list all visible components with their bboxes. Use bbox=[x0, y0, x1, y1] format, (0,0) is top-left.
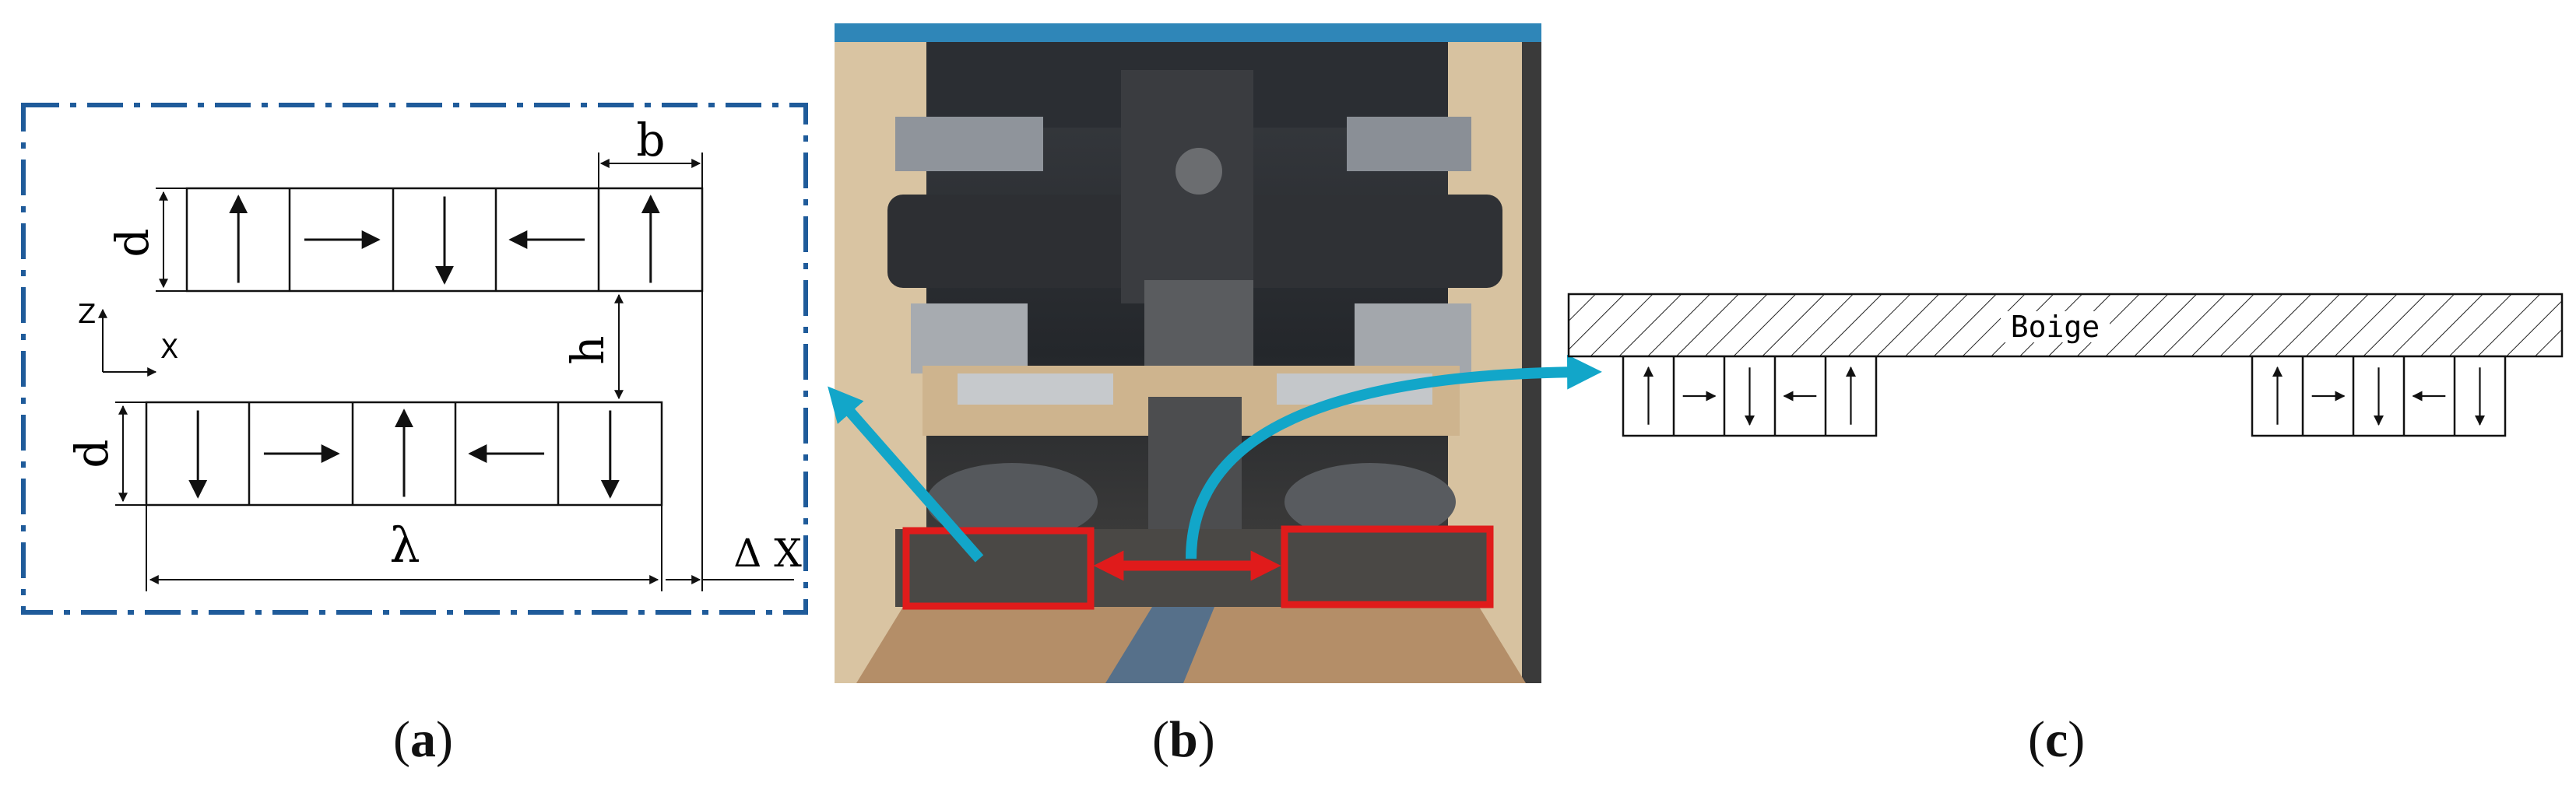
dim-b-label: b bbox=[636, 114, 665, 167]
caption-a: (a) bbox=[393, 711, 453, 768]
bottom-magnet-array bbox=[145, 401, 663, 507]
dimension-lambda: λ bbox=[146, 505, 662, 591]
caption-c: (c) bbox=[2028, 711, 2086, 768]
bogie-label: Boige bbox=[2011, 310, 2100, 344]
dimension-b: b bbox=[598, 114, 703, 188]
panel-c-bogie-diagram: Boige bbox=[1567, 293, 2564, 437]
right-magnet-array bbox=[2251, 355, 2507, 437]
dim-d-bottom-label: d bbox=[65, 439, 118, 468]
bottom-array-magnet-arrows bbox=[188, 409, 620, 499]
right-array-magnet-arrows bbox=[2272, 366, 2486, 426]
axis-x-label: X bbox=[160, 334, 178, 365]
dimension-h: h bbox=[561, 293, 624, 400]
coordinate-axes: Z X bbox=[78, 299, 178, 377]
cyan-arrow-to-panel-a bbox=[828, 386, 984, 563]
left-array-magnet-arrows bbox=[1643, 366, 1857, 426]
dim-d-top-label: d bbox=[106, 228, 159, 257]
top-array-magnet-arrows bbox=[229, 195, 660, 285]
caption-b: (b) bbox=[1152, 711, 1215, 768]
right-magnet-highlight bbox=[1281, 525, 1494, 608]
dimension-d-bottom: d bbox=[65, 402, 146, 506]
dim-delta-x-label: Δ X bbox=[733, 531, 802, 576]
left-magnet-highlight bbox=[902, 527, 1095, 610]
panel-a-halbach-diagram: b d d h λ bbox=[21, 103, 808, 615]
panel-b-vehicle-photo bbox=[835, 23, 1541, 683]
panel-a-frame bbox=[21, 103, 808, 615]
dimension-delta-x: Δ X bbox=[666, 291, 802, 591]
cyan-arrow-to-panel-c bbox=[1186, 354, 1602, 559]
dimension-d-top: d bbox=[106, 188, 187, 292]
dim-h-label: h bbox=[561, 335, 614, 364]
left-magnet-array bbox=[1622, 355, 1878, 437]
dim-lambda-label: λ bbox=[389, 517, 420, 573]
axis-z-label: Z bbox=[78, 299, 96, 330]
top-magnet-array bbox=[185, 187, 704, 293]
